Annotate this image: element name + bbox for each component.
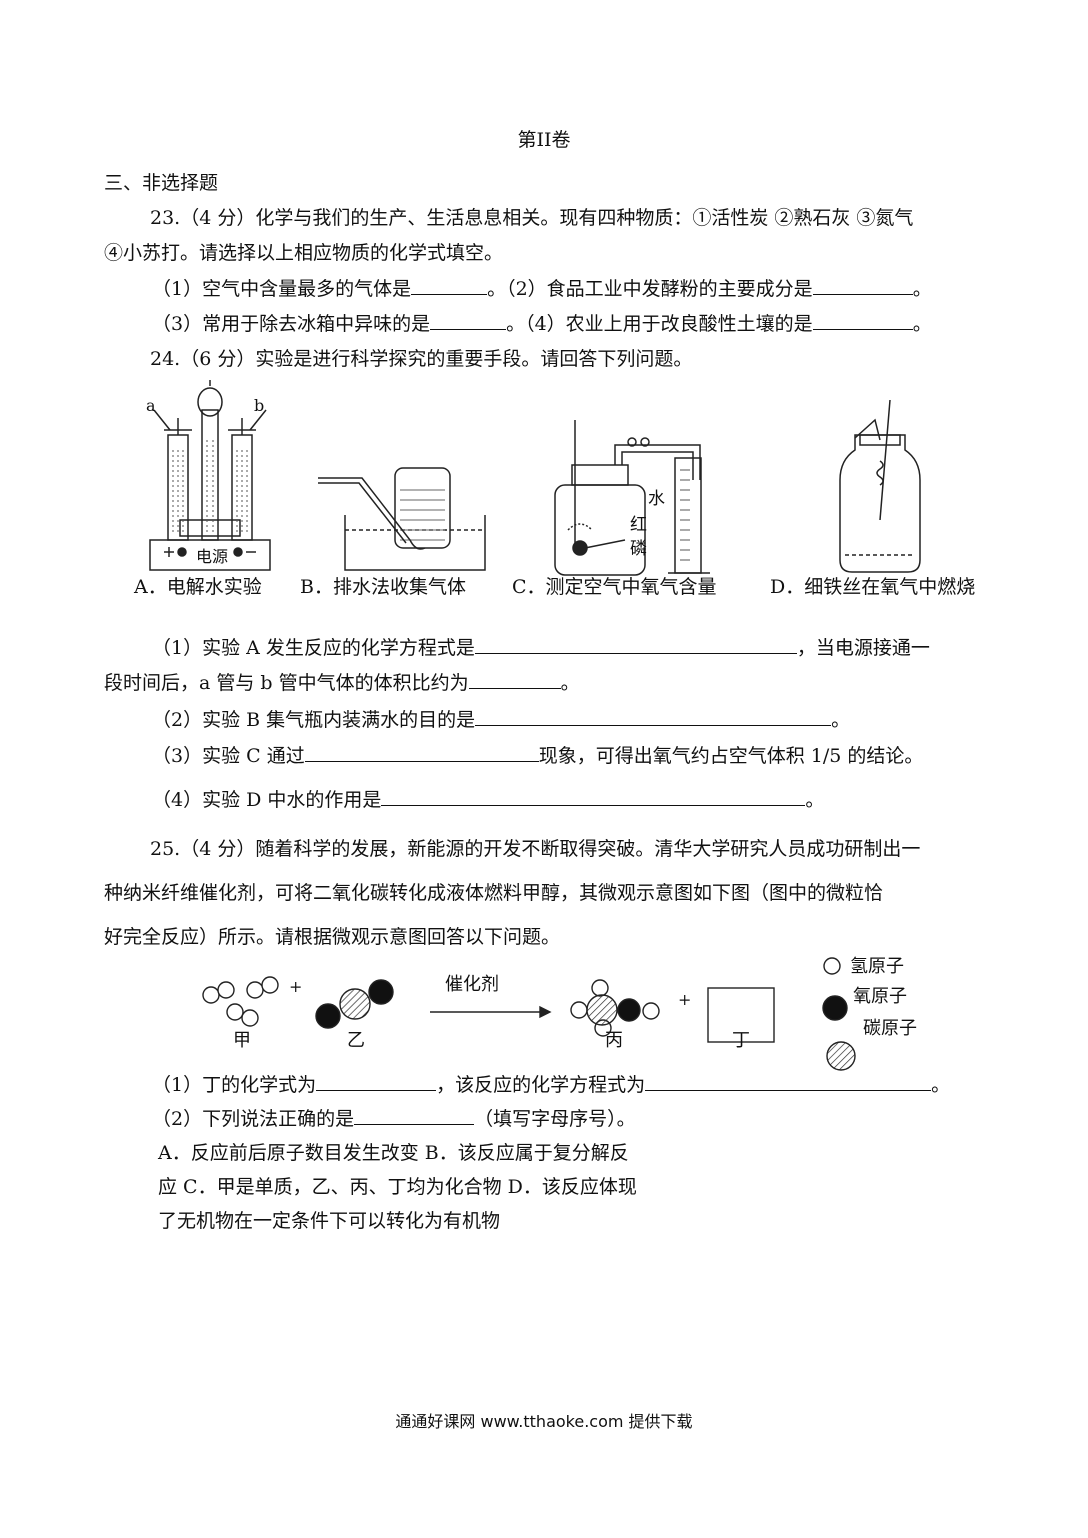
- legend-h-icon: [823, 957, 841, 975]
- label-bing: 丙: [605, 1030, 623, 1051]
- q24-s1-cont: ，当电源接通一: [796, 637, 930, 659]
- q24-s4-end: 。: [805, 789, 825, 811]
- q23-line1: 23.（4 分）化学与我们的生产、生活息息相关。现有四种物质：①活性炭 ②熟石灰…: [150, 207, 914, 229]
- q25-micro-diagram: + + 催化剂 甲 乙 丙 丁 氢原子 氧原子 碳原子: [202, 956, 917, 1071]
- q25-s1-text: （1）丁的化学式为: [152, 1074, 317, 1096]
- q23-p2-text: 。（2）食品工业中发酵粉的主要成分是: [487, 278, 813, 300]
- molecule-ding-box: [707, 987, 775, 1043]
- q24-s3-cont: 现象，可得出氧气约占空气体积 1/5 的结论。: [538, 745, 924, 767]
- q24-blank-5[interactable]: [381, 787, 806, 806]
- molecule-jia: [202, 976, 279, 1027]
- q24-blank-4[interactable]: [304, 743, 539, 762]
- legend-o-icon: [822, 995, 848, 1021]
- apparatus-c-oxygen-measure: [554, 420, 710, 576]
- apparatus-d-iron-burning: [839, 399, 921, 573]
- label-b: b: [254, 396, 264, 415]
- legend-c: 碳原子: [863, 1018, 917, 1039]
- q23-blank-3[interactable]: [430, 311, 507, 330]
- q24-s1c-end: 。: [560, 672, 580, 694]
- q25-line1: 25.（4 分）随着科学的发展，新能源的开发不断取得突破。清华大学研究人员成功研…: [150, 838, 921, 860]
- q25-blank-3[interactable]: [354, 1106, 475, 1125]
- caption-b: B．排水法收集气体: [300, 576, 466, 598]
- legend-h: 氢原子: [850, 956, 904, 977]
- q24-s1c-text: 段时间后，a 管与 b 管中气体的体积比约为: [104, 672, 469, 694]
- q24-sub1-line2: 段时间后，a 管与 b 管中气体的体积比约为 。: [104, 670, 580, 696]
- label-a: a: [146, 396, 156, 415]
- q24-s2-end: 。: [831, 709, 851, 731]
- catalyst-label: 催化剂: [445, 974, 499, 995]
- q25-option-line1: A．反应前后原子数目发生改变 B．该反应属于复分解反: [158, 1142, 629, 1164]
- plus-1: +: [289, 977, 302, 996]
- q25-sub2: （2）下列说法正确的是 （填写字母序号）。: [152, 1106, 636, 1132]
- plus-2: +: [678, 990, 691, 1009]
- q24-sub2: （2）实验 B 集气瓶内装满水的目的是 。: [152, 707, 850, 733]
- q23-part1: （1）空气中含量最多的气体是 。（2）食品工业中发酵粉的主要成分是 。: [152, 276, 932, 302]
- q24-s4-text: （4）实验 D 中水的作用是: [152, 789, 382, 811]
- q25-s2-cont: （填写字母序号）。: [474, 1108, 636, 1130]
- q25-line2: 种纳米纤维催化剂，可将二氧化碳转化成液体燃料甲醇，其微观示意图如下图（图中的微粒…: [104, 882, 884, 904]
- q25-option-line2: 应 C．甲是单质，乙、丙、丁均为化合物 D．该反应体现: [158, 1176, 637, 1198]
- label-jia: 甲: [233, 1030, 251, 1051]
- page-footer: 通通好课网 www.tthaoke.com 提供下载: [395, 1412, 693, 1431]
- label-ding: 丁: [732, 1030, 750, 1051]
- molecule-yi: [315, 979, 394, 1029]
- label-red-2: 磷: [630, 539, 647, 559]
- q25-line3: 好完全反应）所示。请根据微观示意图回答以下问题。: [104, 926, 561, 948]
- q25-s1-cont: ，该反应的化学方程式为: [436, 1074, 646, 1096]
- q23-p4-end: 。: [912, 313, 932, 335]
- label-power: 电源: [196, 547, 228, 566]
- q25-blank-1[interactable]: [316, 1072, 437, 1091]
- q24-blank-3[interactable]: [475, 707, 832, 726]
- q24-s1-text: （1）实验 A 发生反应的化学方程式是: [152, 637, 475, 659]
- q23-line2: ④小苏打。请选择以上相应物质的化学式填空。: [104, 242, 504, 264]
- apparatus-a-electrolysis: [149, 380, 271, 571]
- section-title: 三、非选择题: [104, 172, 219, 194]
- q24-sub4: （4）实验 D 中水的作用是 。: [152, 787, 824, 813]
- q24-sub3: （3）实验 C 通过 现象，可得出氧气约占空气体积 1/5 的结论。: [152, 743, 923, 769]
- label-yi: 乙: [347, 1030, 365, 1051]
- q23-part3: （3）常用于除去冰箱中异味的是 。（4）农业上用于改良酸性土壤的是 。: [152, 311, 932, 337]
- q23-p3-text: （3）常用于除去冰箱中异味的是: [152, 313, 431, 335]
- q24-apparatus-figure: a b 电源 水 红 磷: [146, 380, 921, 576]
- q25-s1-end: 。: [931, 1074, 951, 1096]
- volume-title: 第II卷: [517, 129, 571, 151]
- apparatus-b-gas-collection: [318, 467, 486, 571]
- q23-p1-text: （1）空气中含量最多的气体是: [152, 278, 412, 300]
- q23-p4-text: 。（4）农业上用于改良酸性土壤的是: [506, 313, 813, 335]
- molecule-bing: [570, 979, 660, 1037]
- q24-s3-text: （3）实验 C 通过: [152, 745, 305, 767]
- q25-sub1: （1）丁的化学式为 ，该反应的化学方程式为 。: [152, 1072, 950, 1098]
- label-red-1: 红: [630, 515, 647, 535]
- q24-blank-1[interactable]: [474, 635, 797, 654]
- caption-a: A．电解水实验: [134, 576, 262, 598]
- q23-p2-end: 。: [912, 278, 932, 300]
- q24-sub1: （1）实验 A 发生反应的化学方程式是 ，当电源接通一: [152, 635, 930, 661]
- legend-o: 氧原子: [853, 986, 907, 1007]
- caption-d: D．细铁丝在氧气中燃烧: [770, 576, 976, 598]
- q23-blank-2[interactable]: [812, 276, 913, 295]
- q23-blank-1[interactable]: [411, 276, 488, 295]
- q24-intro: 24.（6 分）实验是进行科学探究的重要手段。请回答下列问题。: [150, 348, 693, 370]
- q24-s2-text: （2）实验 B 集气瓶内装满水的目的是: [152, 709, 476, 731]
- label-water: 水: [648, 489, 665, 509]
- q24-blank-2[interactable]: [468, 670, 561, 689]
- legend-c-icon: [826, 1041, 856, 1071]
- caption-c: C．测定空气中氧气含量: [512, 576, 717, 598]
- q23-blank-4[interactable]: [812, 311, 913, 330]
- q25-s2-text: （2）下列说法正确的是: [152, 1108, 355, 1130]
- q25-option-line3: 了无机物在一定条件下可以转化为有机物: [158, 1210, 501, 1232]
- q25-blank-2[interactable]: [645, 1072, 932, 1091]
